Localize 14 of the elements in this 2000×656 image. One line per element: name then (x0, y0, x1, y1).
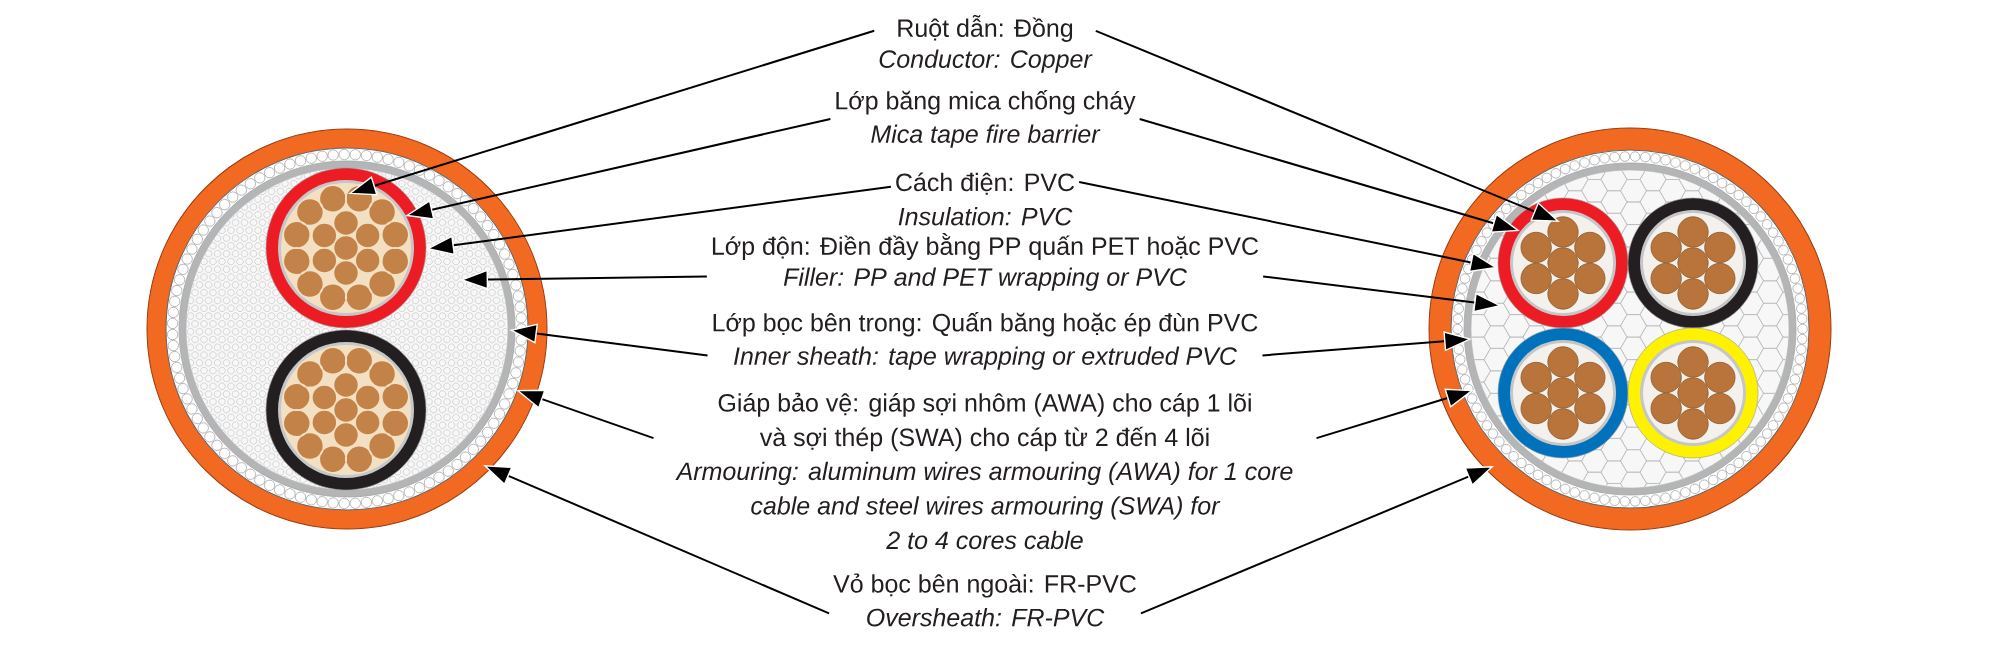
callout-text: Ruột dẫn: Đồng (898, 15, 1073, 42)
callout-translation: Mica tape fire barrier (871, 124, 1101, 148)
callout-text: Lớp bọc bên trong: Quấn băng hoặc ép đùn PVC (713, 312, 1258, 337)
callout-translation: Conductor: Copper (879, 49, 1093, 73)
callout-text: Lớp băng mica chống cháy (836, 90, 1136, 115)
callout-translation: Filler: PP and PET wrapping or PVC (783, 267, 1187, 291)
callout-text: Giáp bảo vệ: giáp sợi nhôm (AWA) cho cáp 1 lõi và sợi thép (SWA) cho cáp từ 2 đến 4 lõi (718, 392, 1251, 452)
callout-translation: Insulation: PVC (898, 207, 1073, 226)
callout-text: Lớp độn: Điền đầy bằng PP quấn PET hoặc PVC (712, 233, 1259, 260)
callout-text: Vỏ bọc bên ngoài: FR-PVC (833, 573, 1136, 598)
callout-translation: Oversheath: FR-PVC (867, 608, 1105, 627)
callout-text: Cách điện: PVC (896, 172, 1075, 195)
callout-translation: Inner sheath: tape wrapping or extruded PVC (734, 346, 1238, 370)
callout-translation: Armouring: aluminum wires armouring (AWA) for 1 core cable and steel wires armouring (SWA) for 2 to 4 cores cable (675, 461, 1293, 550)
